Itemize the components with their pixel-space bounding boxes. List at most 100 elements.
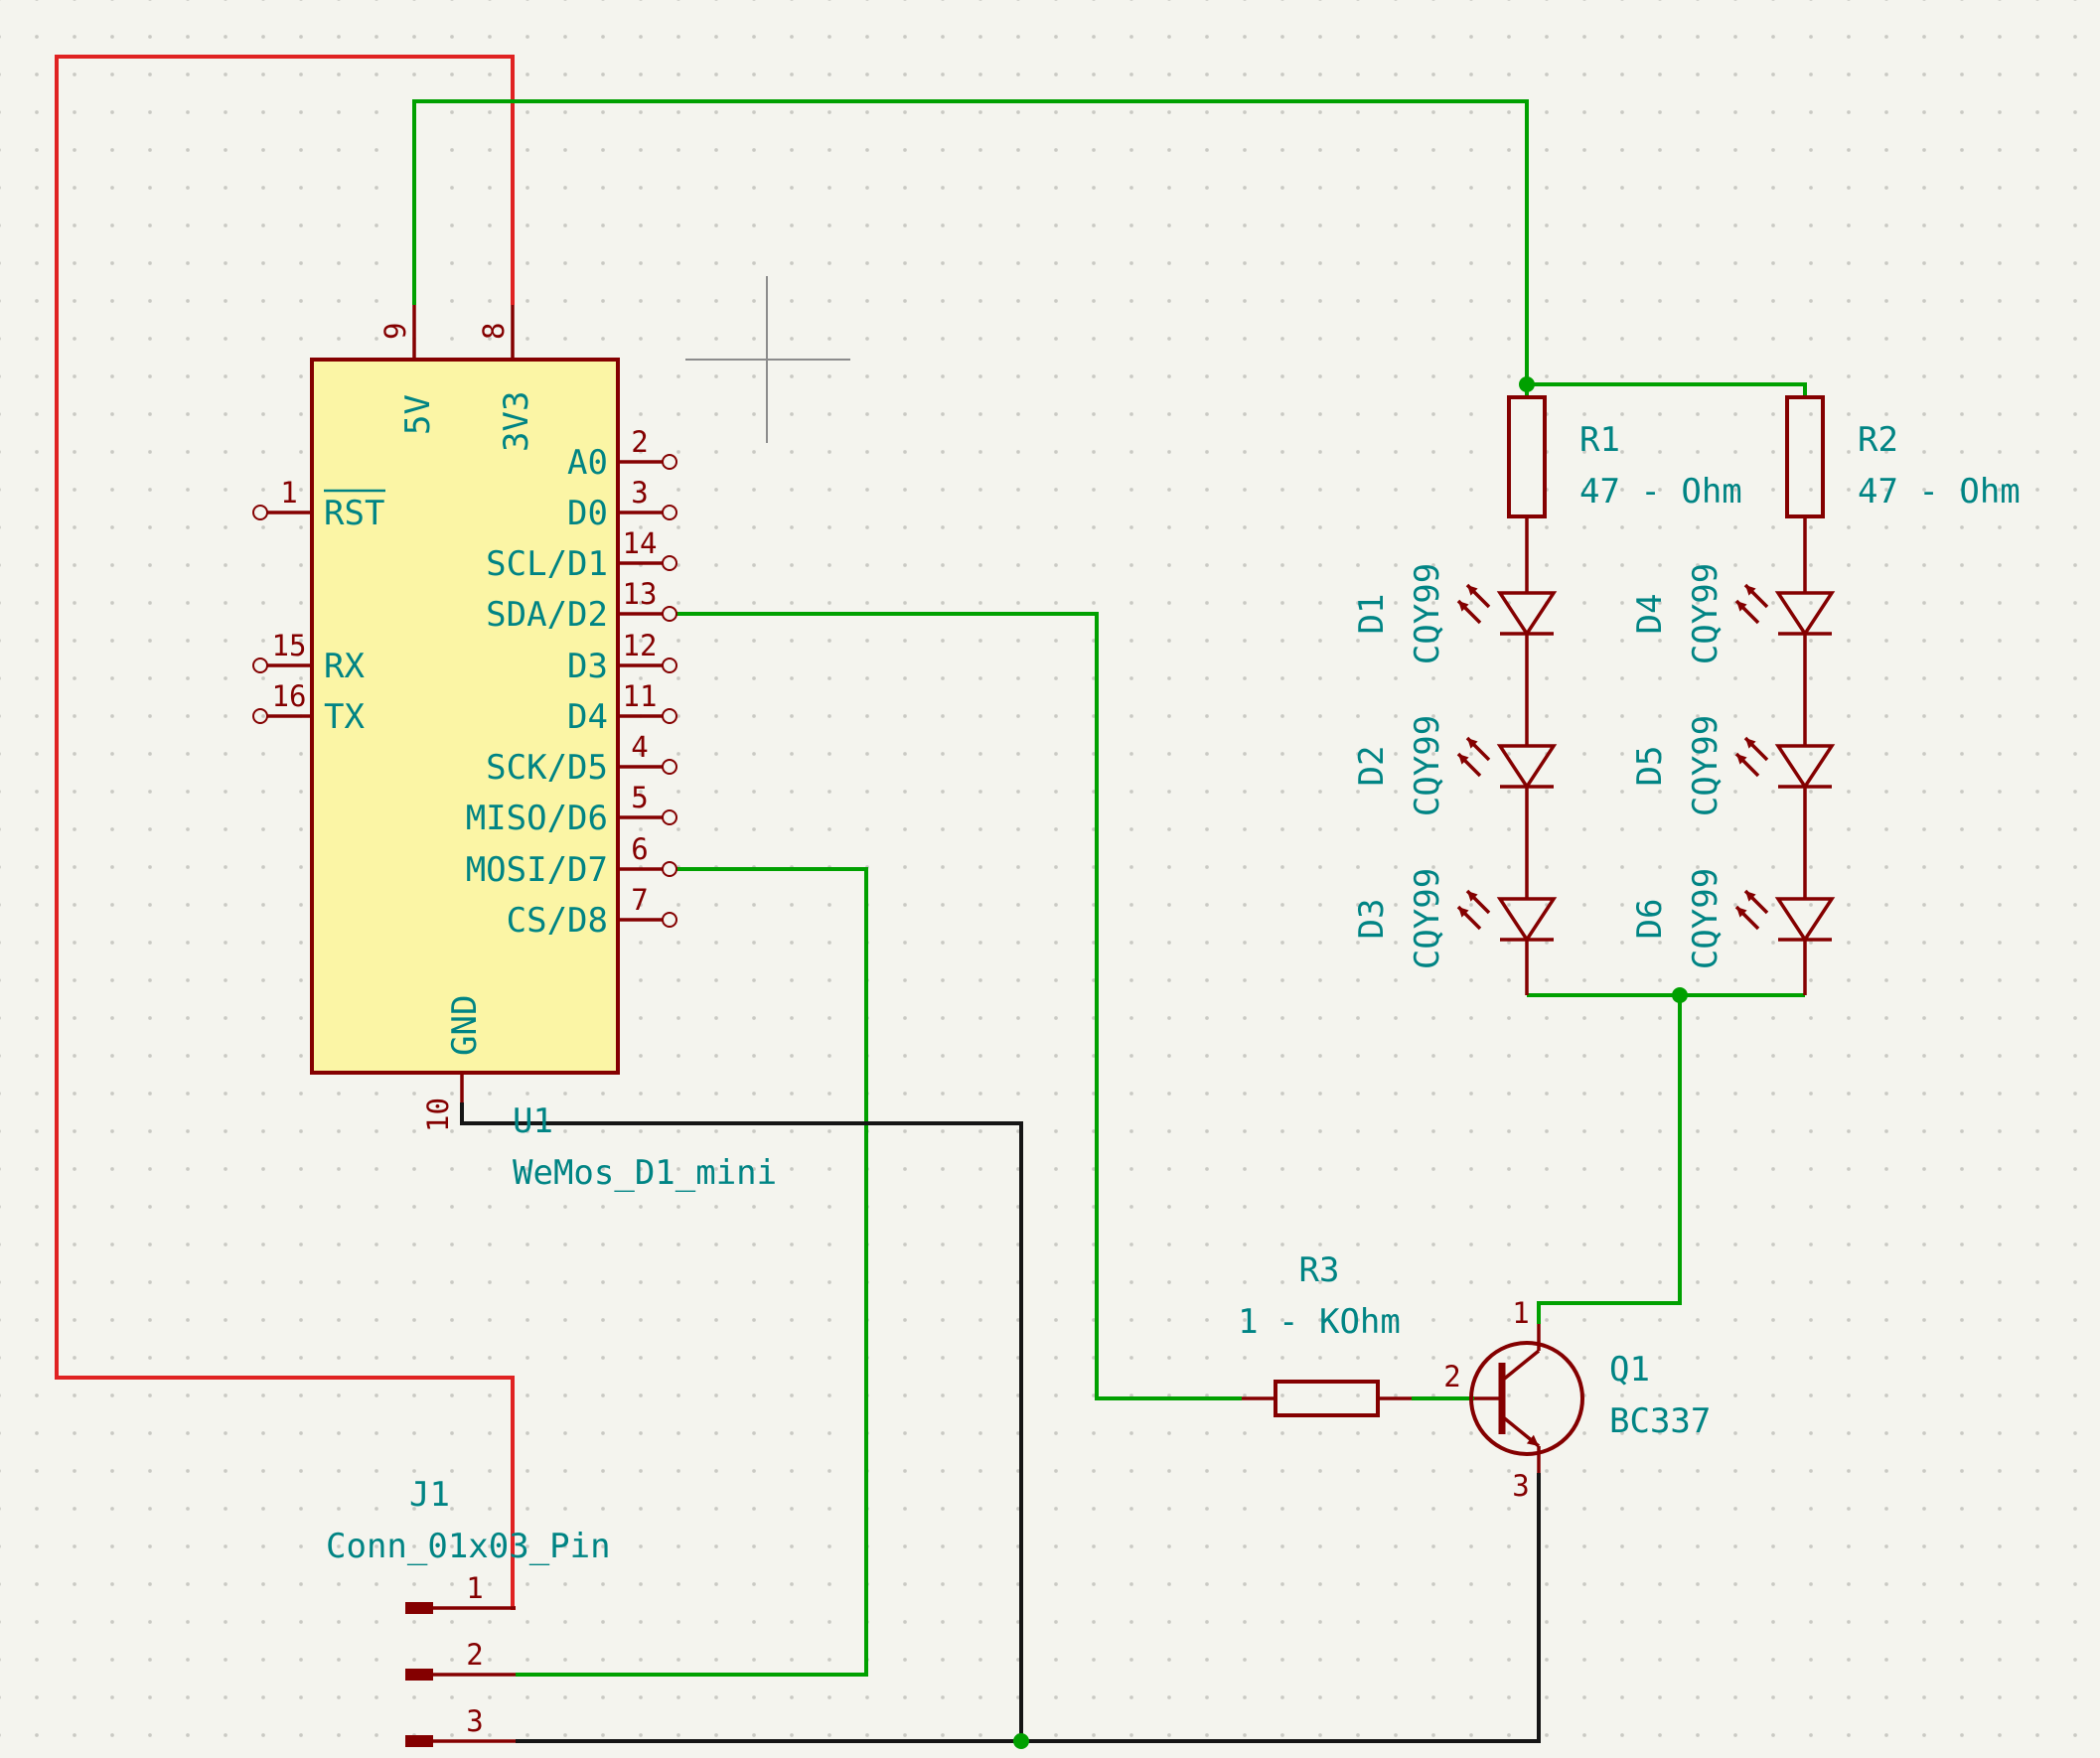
pin-end-circle	[252, 708, 268, 724]
r1-reference[interactable]: R1	[1579, 420, 1620, 460]
pin-number: 2	[466, 1638, 483, 1672]
u1-pin-rst: 1 RST	[252, 476, 385, 533]
d5-value[interactable]: CQY99	[1686, 715, 1725, 816]
d1-reference[interactable]: D1	[1352, 594, 1392, 635]
d4-value[interactable]: CQY99	[1686, 563, 1725, 664]
component-d6[interactable]: D6 CQY99	[1630, 868, 1834, 969]
junction-dot	[1672, 987, 1688, 1003]
pin-name: RX	[324, 647, 365, 686]
pin-end-circle	[662, 759, 677, 775]
pin-end-circle	[662, 912, 677, 928]
component-r2[interactable]: R2 47 - Ohm	[1785, 395, 2021, 518]
pin-number: 6	[631, 832, 648, 866]
pin-name: SCL/D1	[486, 544, 608, 584]
pin-number: 13	[623, 577, 658, 611]
pin-name: RST	[324, 494, 384, 533]
pin-end-circle	[252, 658, 268, 673]
junction-dot	[1013, 1733, 1029, 1749]
wire-sda-d2-to-r3[interactable]	[676, 612, 1242, 1400]
pin-name: D4	[567, 697, 608, 737]
u1-value[interactable]: WeMos_D1_mini	[513, 1153, 777, 1193]
d1-value[interactable]: CQY99	[1408, 563, 1447, 664]
u1-pin-d3: 12 D3	[567, 629, 677, 686]
pin-name: SDA/D2	[486, 595, 608, 635]
component-d5[interactable]: D5 CQY99	[1630, 715, 1834, 816]
collector-lead	[1500, 1349, 1541, 1383]
wire-mosi-d7-to-j1-pin2[interactable]	[516, 867, 868, 1677]
j1-value[interactable]: Conn_01x03_Pin	[326, 1527, 611, 1566]
component-d3[interactable]: D3 CQY99	[1352, 868, 1556, 969]
d2-reference[interactable]: D2	[1352, 746, 1392, 787]
d5-reference[interactable]: D5	[1630, 746, 1670, 787]
resistor-body	[1785, 395, 1825, 518]
d6-reference[interactable]: D6	[1630, 899, 1670, 940]
led-symbol-icon	[1734, 889, 1834, 942]
pin-number: 11	[623, 679, 658, 713]
u1-pin-d4: 11 D4	[567, 679, 677, 737]
pin-end-circle	[662, 809, 677, 825]
transistor-circle	[1469, 1341, 1584, 1456]
pin-name: D3	[567, 647, 608, 686]
pin-end-circle	[662, 505, 677, 520]
pin-end-circle	[662, 658, 677, 673]
u1-pin-d0: 3 D0	[567, 476, 677, 533]
pin-number: 9	[378, 323, 412, 340]
wire-emitter-to-j1-pin3[interactable]	[516, 1473, 1541, 1743]
d2-value[interactable]: CQY99	[1408, 715, 1447, 816]
u1-pin-scl-d1: 14 SCL/D1	[486, 526, 677, 584]
u1-body	[310, 358, 620, 1075]
r2-value[interactable]: 47 - Ohm	[1858, 472, 2021, 512]
pin-number: 1	[466, 1571, 483, 1605]
component-r3[interactable]: R3 1 - KOhm	[1238, 1250, 1412, 1417]
pin-number: 10	[421, 1098, 455, 1132]
led-symbol-icon	[1734, 736, 1834, 789]
pin-number: 16	[272, 679, 307, 713]
component-d1[interactable]: D1 CQY99	[1352, 563, 1556, 664]
pin-number: 2	[1443, 1360, 1460, 1393]
wire-5v-branch-to-r2[interactable]	[1527, 382, 1807, 397]
component-j1[interactable]: 1 2 3 J1 Conn_01x03_Pin	[326, 1475, 611, 1747]
pin-number: 14	[623, 526, 658, 560]
pin-name: 5V	[398, 394, 438, 435]
j1-reference[interactable]: J1	[409, 1475, 450, 1515]
wire-gnd-to-rail[interactable]	[460, 1102, 1023, 1741]
d6-value[interactable]: CQY99	[1686, 868, 1725, 969]
component-d4[interactable]: D4 CQY99	[1630, 563, 1834, 664]
wire-leds-to-collector[interactable]	[1537, 995, 1682, 1324]
u1-pin-mosi-d7: 6 MOSI/D7	[466, 832, 677, 890]
u1-reference[interactable]: U1	[513, 1101, 553, 1141]
pin-number: 1	[1512, 1296, 1529, 1330]
d3-value[interactable]: CQY99	[1408, 868, 1447, 969]
component-r1[interactable]: R1 47 - Ohm	[1507, 395, 1742, 518]
pin-name: A0	[567, 443, 608, 483]
pin-name: MOSI/D7	[466, 850, 608, 890]
pin-end-circle	[662, 708, 677, 724]
wire-5v-to-r1[interactable]	[412, 99, 1529, 397]
pin-number: 15	[272, 629, 307, 662]
q1-reference[interactable]: Q1	[1609, 1350, 1650, 1390]
r1-value[interactable]: 47 - Ohm	[1579, 472, 1742, 512]
pin-number: 2	[631, 425, 648, 459]
r3-reference[interactable]: R3	[1299, 1250, 1340, 1290]
component-d2[interactable]: D2 CQY99	[1352, 715, 1556, 816]
component-u1[interactable]: 9 5V 8 3V3 1 RST 15 RX 16 TX 2	[252, 305, 777, 1193]
r3-value[interactable]: 1 - KOhm	[1238, 1302, 1401, 1342]
pin-name: SCK/D5	[486, 748, 608, 788]
u1-pin-sda-d2: 13 SDA/D2	[486, 577, 677, 635]
pin-number: 5	[631, 781, 648, 814]
component-q1[interactable]: 1 2 3 Q1 BC337	[1443, 1296, 1711, 1503]
pin-number: 3	[466, 1704, 483, 1738]
cursor-crosshair	[685, 276, 850, 443]
pin-name: GND	[445, 995, 485, 1056]
d3-reference[interactable]: D3	[1352, 899, 1392, 940]
led-symbol-icon	[1456, 583, 1556, 636]
led-symbol-icon	[1456, 736, 1556, 789]
d4-reference[interactable]: D4	[1630, 594, 1670, 635]
u1-pin-a0: 2 A0	[567, 425, 677, 483]
r2-reference[interactable]: R2	[1858, 420, 1898, 460]
led-symbol-icon	[1734, 583, 1834, 636]
pin-name: D0	[567, 494, 608, 533]
j1-pin-1: 1	[405, 1571, 516, 1614]
q1-value[interactable]: BC337	[1609, 1401, 1711, 1441]
